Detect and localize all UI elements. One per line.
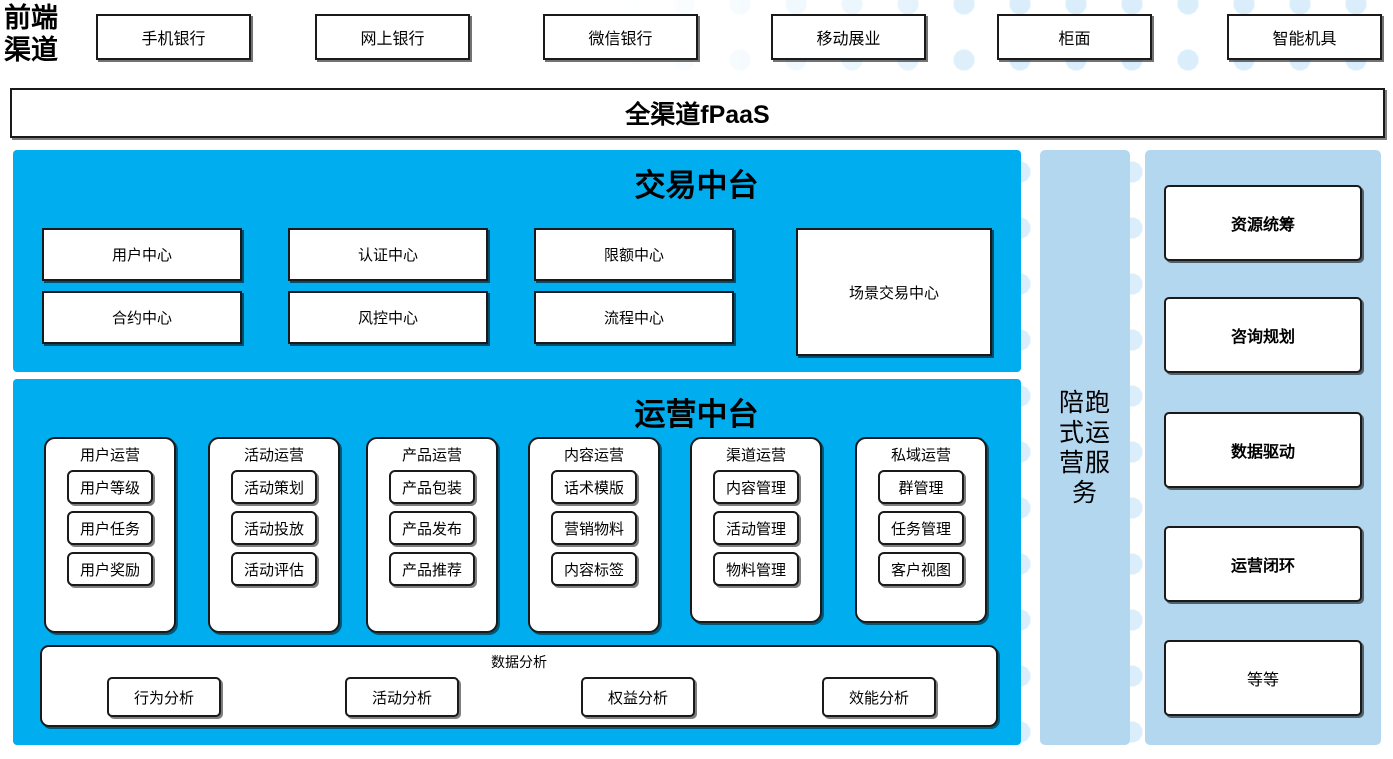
operations-middle-platform-title: 运营中台 xyxy=(634,397,759,432)
accompanying-service-label-wrap: 陪跑式运营服务 xyxy=(1040,150,1130,745)
omnichannel-fpaas-bar[interactable]: 全渠道fPaaS xyxy=(10,88,1385,138)
ops-item[interactable]: 任务管理 xyxy=(878,511,964,545)
ops-item[interactable]: 产品推荐 xyxy=(389,552,475,586)
channel-box-1[interactable]: 手机银行 xyxy=(96,14,251,60)
ops-column-4: 内容运营话术模版营销物料内容标签 xyxy=(528,437,660,633)
ops-item[interactable]: 客户视图 xyxy=(878,552,964,586)
analytics-item-2[interactable]: 活动分析 xyxy=(345,677,459,717)
ops-column-6: 私域运营群管理任务管理客户视图 xyxy=(855,437,987,623)
ops-column-title: 私域运营 xyxy=(890,447,951,464)
ops-column-title: 渠道运营 xyxy=(725,447,786,464)
data-analytics-title: 数据分析 xyxy=(491,654,547,670)
analytics-item-1[interactable]: 行为分析 xyxy=(107,677,221,717)
trade-node-2[interactable]: 认证中心 xyxy=(288,228,488,281)
front-end-channel-label-line2: 渠道 xyxy=(4,35,58,65)
channel-box-6[interactable]: 智能机具 xyxy=(1227,14,1382,60)
ops-item[interactable]: 用户等级 xyxy=(67,470,153,504)
channel-box-2[interactable]: 网上银行 xyxy=(315,14,470,60)
service-pillar-3[interactable]: 数据驱动 xyxy=(1164,412,1362,488)
accompanying-service-panel: 陪跑式运营服务 xyxy=(1040,150,1130,745)
ops-item[interactable]: 物料管理 xyxy=(713,552,799,586)
trade-node-6[interactable]: 流程中心 xyxy=(534,291,734,344)
trade-node-5[interactable]: 风控中心 xyxy=(288,291,488,344)
ops-column-5: 渠道运营内容管理活动管理物料管理 xyxy=(690,437,822,623)
ops-item[interactable]: 话术模版 xyxy=(551,470,637,504)
ops-column-title: 内容运营 xyxy=(563,447,624,464)
trade-node-4[interactable]: 合约中心 xyxy=(42,291,242,344)
channel-box-5[interactable]: 柜面 xyxy=(997,14,1152,60)
ops-item[interactable]: 活动投放 xyxy=(231,511,317,545)
analytics-item-3[interactable]: 权益分析 xyxy=(581,677,695,717)
ops-column-title: 活动运营 xyxy=(243,447,304,464)
ops-column-1: 用户运营用户等级用户任务用户奖励 xyxy=(44,437,176,633)
ops-item[interactable]: 用户任务 xyxy=(67,511,153,545)
service-pillar-1[interactable]: 资源统筹 xyxy=(1164,185,1362,261)
trade-middle-platform-title: 交易中台 xyxy=(634,168,759,203)
ops-item[interactable]: 用户奖励 xyxy=(67,552,153,586)
ops-item[interactable]: 产品发布 xyxy=(389,511,475,545)
channel-box-4[interactable]: 移动展业 xyxy=(771,14,926,60)
ops-item[interactable]: 内容管理 xyxy=(713,470,799,504)
service-pillar-2[interactable]: 咨询规划 xyxy=(1164,297,1362,373)
ops-item[interactable]: 活动评估 xyxy=(231,552,317,586)
ops-item[interactable]: 群管理 xyxy=(878,470,964,504)
front-end-channel-label-line1: 前端 xyxy=(4,3,58,33)
ops-column-title: 产品运营 xyxy=(401,447,462,464)
accompanying-service-label: 陪跑式运营服务 xyxy=(1058,388,1111,507)
trade-node-3[interactable]: 限额中心 xyxy=(534,228,734,281)
ops-item[interactable]: 营销物料 xyxy=(551,511,637,545)
channel-box-3[interactable]: 微信银行 xyxy=(543,14,698,60)
data-analytics-group: 数据分析 行为分析 活动分析 权益分析 效能分析 xyxy=(40,645,998,727)
trade-node-1[interactable]: 用户中心 xyxy=(42,228,242,281)
ops-item[interactable]: 内容标签 xyxy=(551,552,637,586)
front-end-channel-label: 前端 渠道 xyxy=(4,2,90,66)
ops-item[interactable]: 活动管理 xyxy=(713,511,799,545)
service-pillar-5[interactable]: 等等 xyxy=(1164,640,1362,716)
trade-node-scenario[interactable]: 场景交易中心 xyxy=(796,228,992,356)
ops-column-3: 产品运营产品包装产品发布产品推荐 xyxy=(366,437,498,633)
analytics-item-4[interactable]: 效能分析 xyxy=(822,677,936,717)
ops-column-2: 活动运营活动策划活动投放活动评估 xyxy=(208,437,340,633)
ops-item[interactable]: 活动策划 xyxy=(231,470,317,504)
ops-item[interactable]: 产品包装 xyxy=(389,470,475,504)
service-pillars-panel: 资源统筹咨询规划数据驱动运营闭环等等 xyxy=(1145,150,1381,745)
ops-column-title: 用户运营 xyxy=(79,447,140,464)
service-pillar-4[interactable]: 运营闭环 xyxy=(1164,526,1362,602)
